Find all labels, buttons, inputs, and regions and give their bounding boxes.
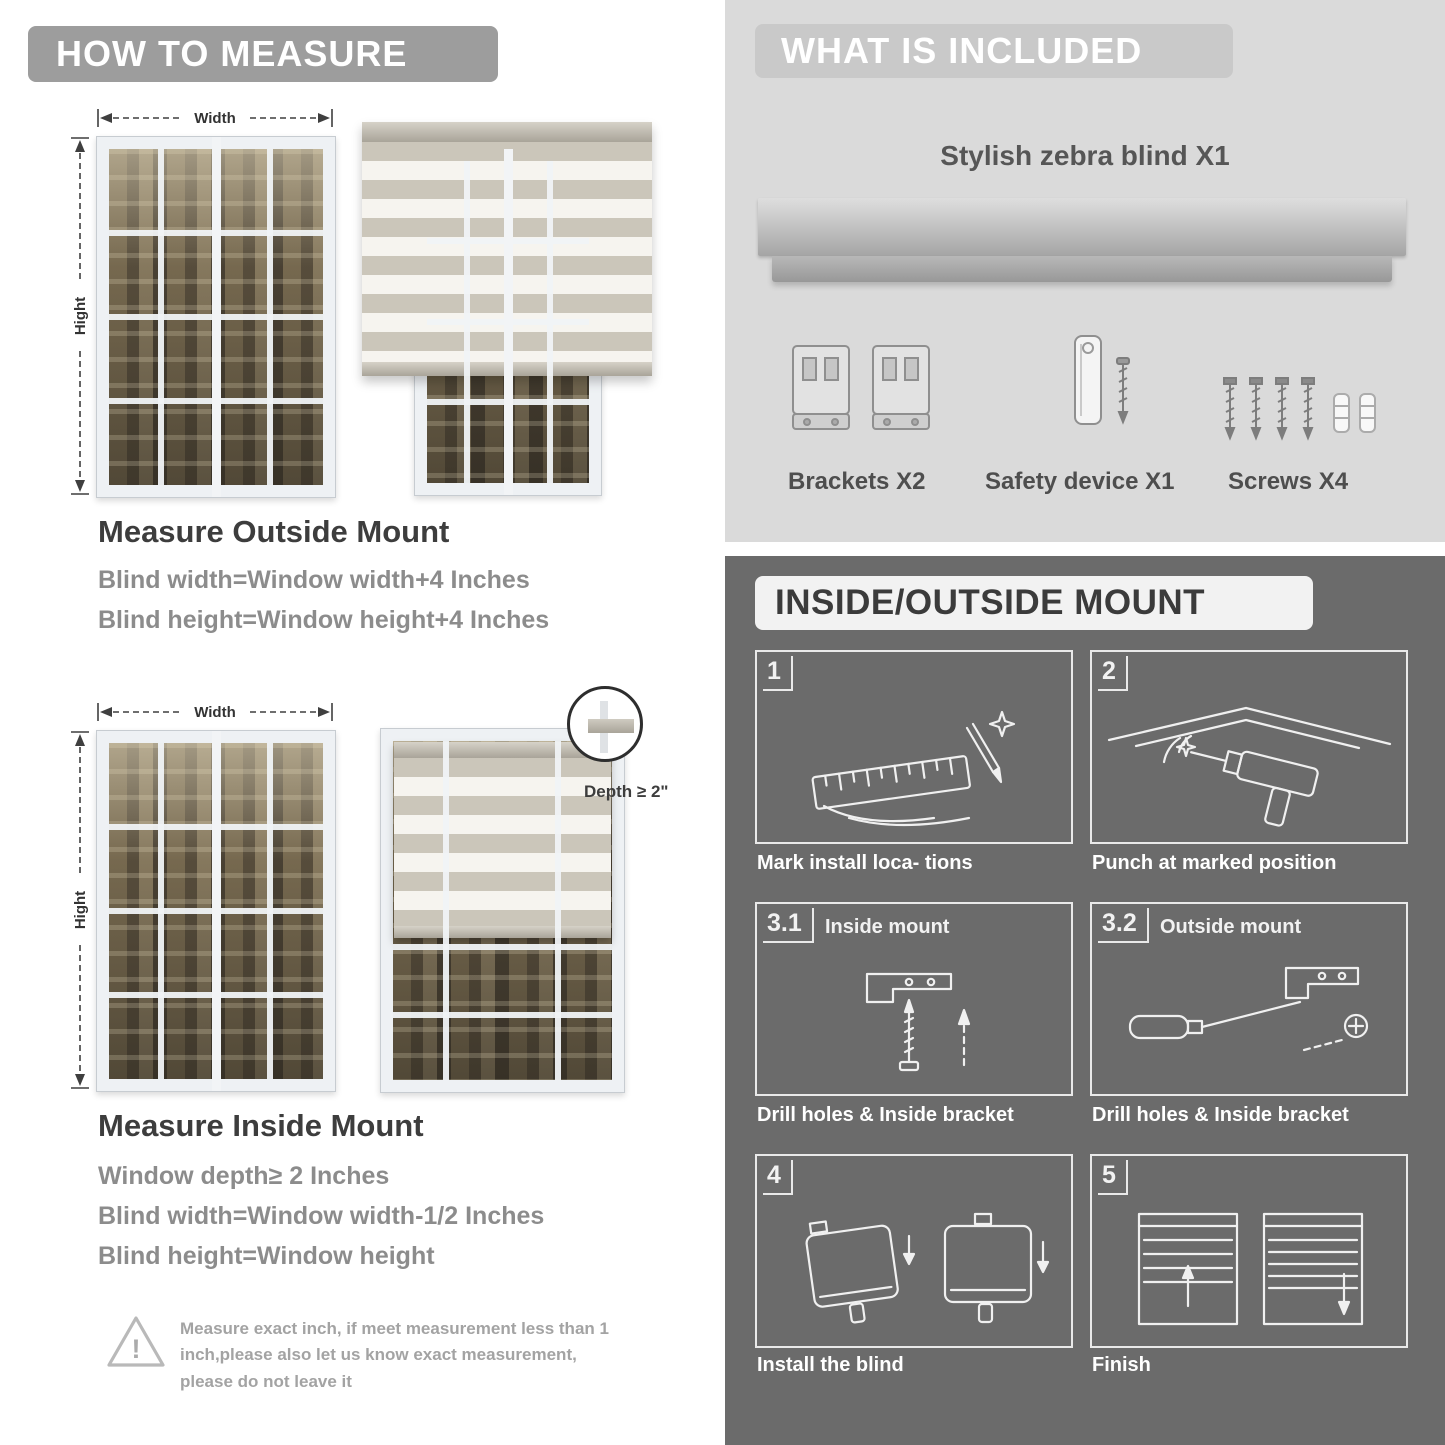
finish-blinds-illustration [1137, 1212, 1364, 1326]
width-arrow-label: Width [194, 704, 236, 721]
blind-headrail-illustration [758, 198, 1406, 256]
inside-bracket-illustration [865, 972, 971, 1072]
window-illustration-inside [96, 730, 336, 1092]
install-blind-illustration [805, 1212, 1050, 1324]
height-arrow-label: Hight [72, 891, 89, 929]
step-number: 4 [763, 1160, 793, 1195]
step-caption-3-1: Drill holes & Inside bracket [757, 1104, 1014, 1126]
step-panel-5: 5 [1090, 1154, 1408, 1348]
included-product-title: Stylish zebra blind X1 [940, 140, 1230, 171]
outside-mount-line-2: Blind height=Window height+4 Inches [98, 606, 550, 634]
zebra-blind-inside-illustration [380, 728, 625, 1093]
window-center-post [211, 731, 221, 1091]
safety-device-icon [1074, 335, 1130, 425]
drill-ceiling-illustration [1107, 706, 1392, 827]
screws-label: Screws X4 [1228, 468, 1349, 495]
how-to-measure-header: HOW TO MEASURE [28, 26, 498, 82]
depth-callout-label: Depth ≥ 2" [584, 782, 669, 801]
step-caption-4: Install the blind [757, 1354, 904, 1376]
step-panel-3-2: 3.2 Outside mount [1090, 902, 1408, 1096]
width-arrow-outside: Width [97, 109, 333, 127]
outside-bracket-illustration [1128, 966, 1369, 1052]
zebra-blind-outside-illustration [362, 122, 652, 496]
step-panel-2: 2 [1090, 650, 1408, 844]
height-arrow-label: Hight [72, 297, 89, 335]
step-caption-1: Mark install loca- tions [757, 852, 973, 874]
step-caption-3-2: Drill holes & Inside bracket [1092, 1104, 1349, 1126]
step-number: 3.2 [1098, 908, 1149, 943]
window-illustration-outside [96, 136, 336, 498]
inside-mount-line-1: Window depth≥ 2 Inches [98, 1162, 390, 1190]
window-center-post [211, 137, 221, 497]
screws-icon [1223, 377, 1376, 441]
inside-mount-line-2: Blind width=Window width-1/2 Inches [98, 1202, 545, 1230]
height-arrow-outside: Hight [71, 137, 89, 495]
step-caption-2: Punch at marked position [1092, 852, 1337, 874]
width-arrow-label: Width [194, 110, 236, 127]
warning-exclamation: ! [132, 1334, 141, 1364]
step-label-inside-mount: Inside mount [825, 916, 950, 938]
measurement-warning-text: Measure exact inch, if meet measurement … [180, 1319, 609, 1391]
brackets-icon [792, 345, 930, 430]
warning-triangle-icon: ! [107, 1316, 165, 1367]
mark-location-illustration [811, 710, 1016, 827]
step-number: 2 [1098, 656, 1128, 691]
width-arrow-inside: Width [97, 703, 333, 721]
outside-mount-title: Measure Outside Mount [98, 514, 450, 549]
zebra-blind [394, 742, 611, 938]
step-number: 5 [1098, 1160, 1128, 1195]
depth-callout-circle [567, 686, 643, 762]
callout-rail-detail [588, 719, 634, 733]
step-panel-4: 4 [755, 1154, 1073, 1348]
what-is-included-header: WHAT IS INCLUDED [755, 24, 1233, 78]
inside-mount-title: Measure Inside Mount [98, 1108, 424, 1143]
outside-mount-line-1: Blind width=Window width+4 Inches [98, 566, 530, 594]
step-number: 1 [763, 656, 793, 691]
step-panel-3-1: 3.1 Inside mount [755, 902, 1073, 1096]
height-arrow-inside: Hight [71, 731, 89, 1089]
step-panel-1: 1 [755, 650, 1073, 844]
brackets-label: Brackets X2 [788, 468, 926, 495]
step-caption-5: Finish [1092, 1354, 1151, 1376]
inside-mount-line-3: Blind height=Window height [98, 1242, 435, 1270]
step-label-outside-mount: Outside mount [1160, 916, 1302, 938]
mount-section-panel [725, 556, 1445, 1445]
step-number: 3.1 [763, 908, 814, 943]
mount-section-header: INSIDE/OUTSIDE MOUNT [755, 576, 1313, 630]
safety-device-label: Safety device X1 [985, 468, 1175, 495]
blind-bottomrail-illustration [772, 256, 1392, 282]
